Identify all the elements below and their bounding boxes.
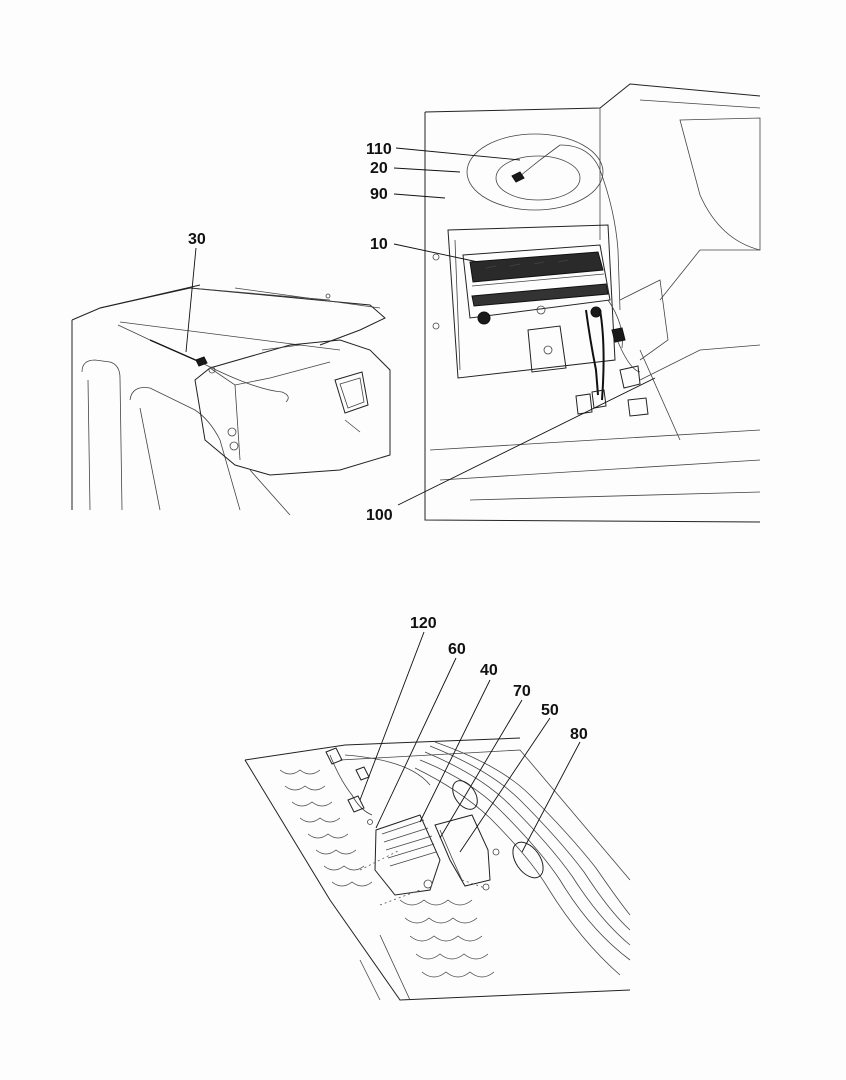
callout-50: 50: [541, 702, 559, 719]
radio-install-view: [393, 83, 761, 523]
cab-roof-view: [71, 247, 391, 516]
callout-30: 30: [188, 231, 206, 248]
callout-110: 110: [366, 141, 392, 158]
callout-10: 10: [370, 236, 388, 253]
callout-100: 100: [366, 507, 393, 524]
callout-120: 120: [410, 615, 437, 632]
callout-20: 20: [370, 160, 388, 177]
callout-90: 90: [370, 186, 388, 203]
callout-labels: 110 20 90 10 30 100 120 60 40 70 50 80: [188, 141, 588, 743]
callout-40: 40: [480, 662, 498, 679]
module-mounting-view: [244, 631, 631, 1001]
callout-70: 70: [513, 683, 531, 700]
callout-80: 80: [570, 726, 588, 743]
callout-60: 60: [448, 641, 466, 658]
